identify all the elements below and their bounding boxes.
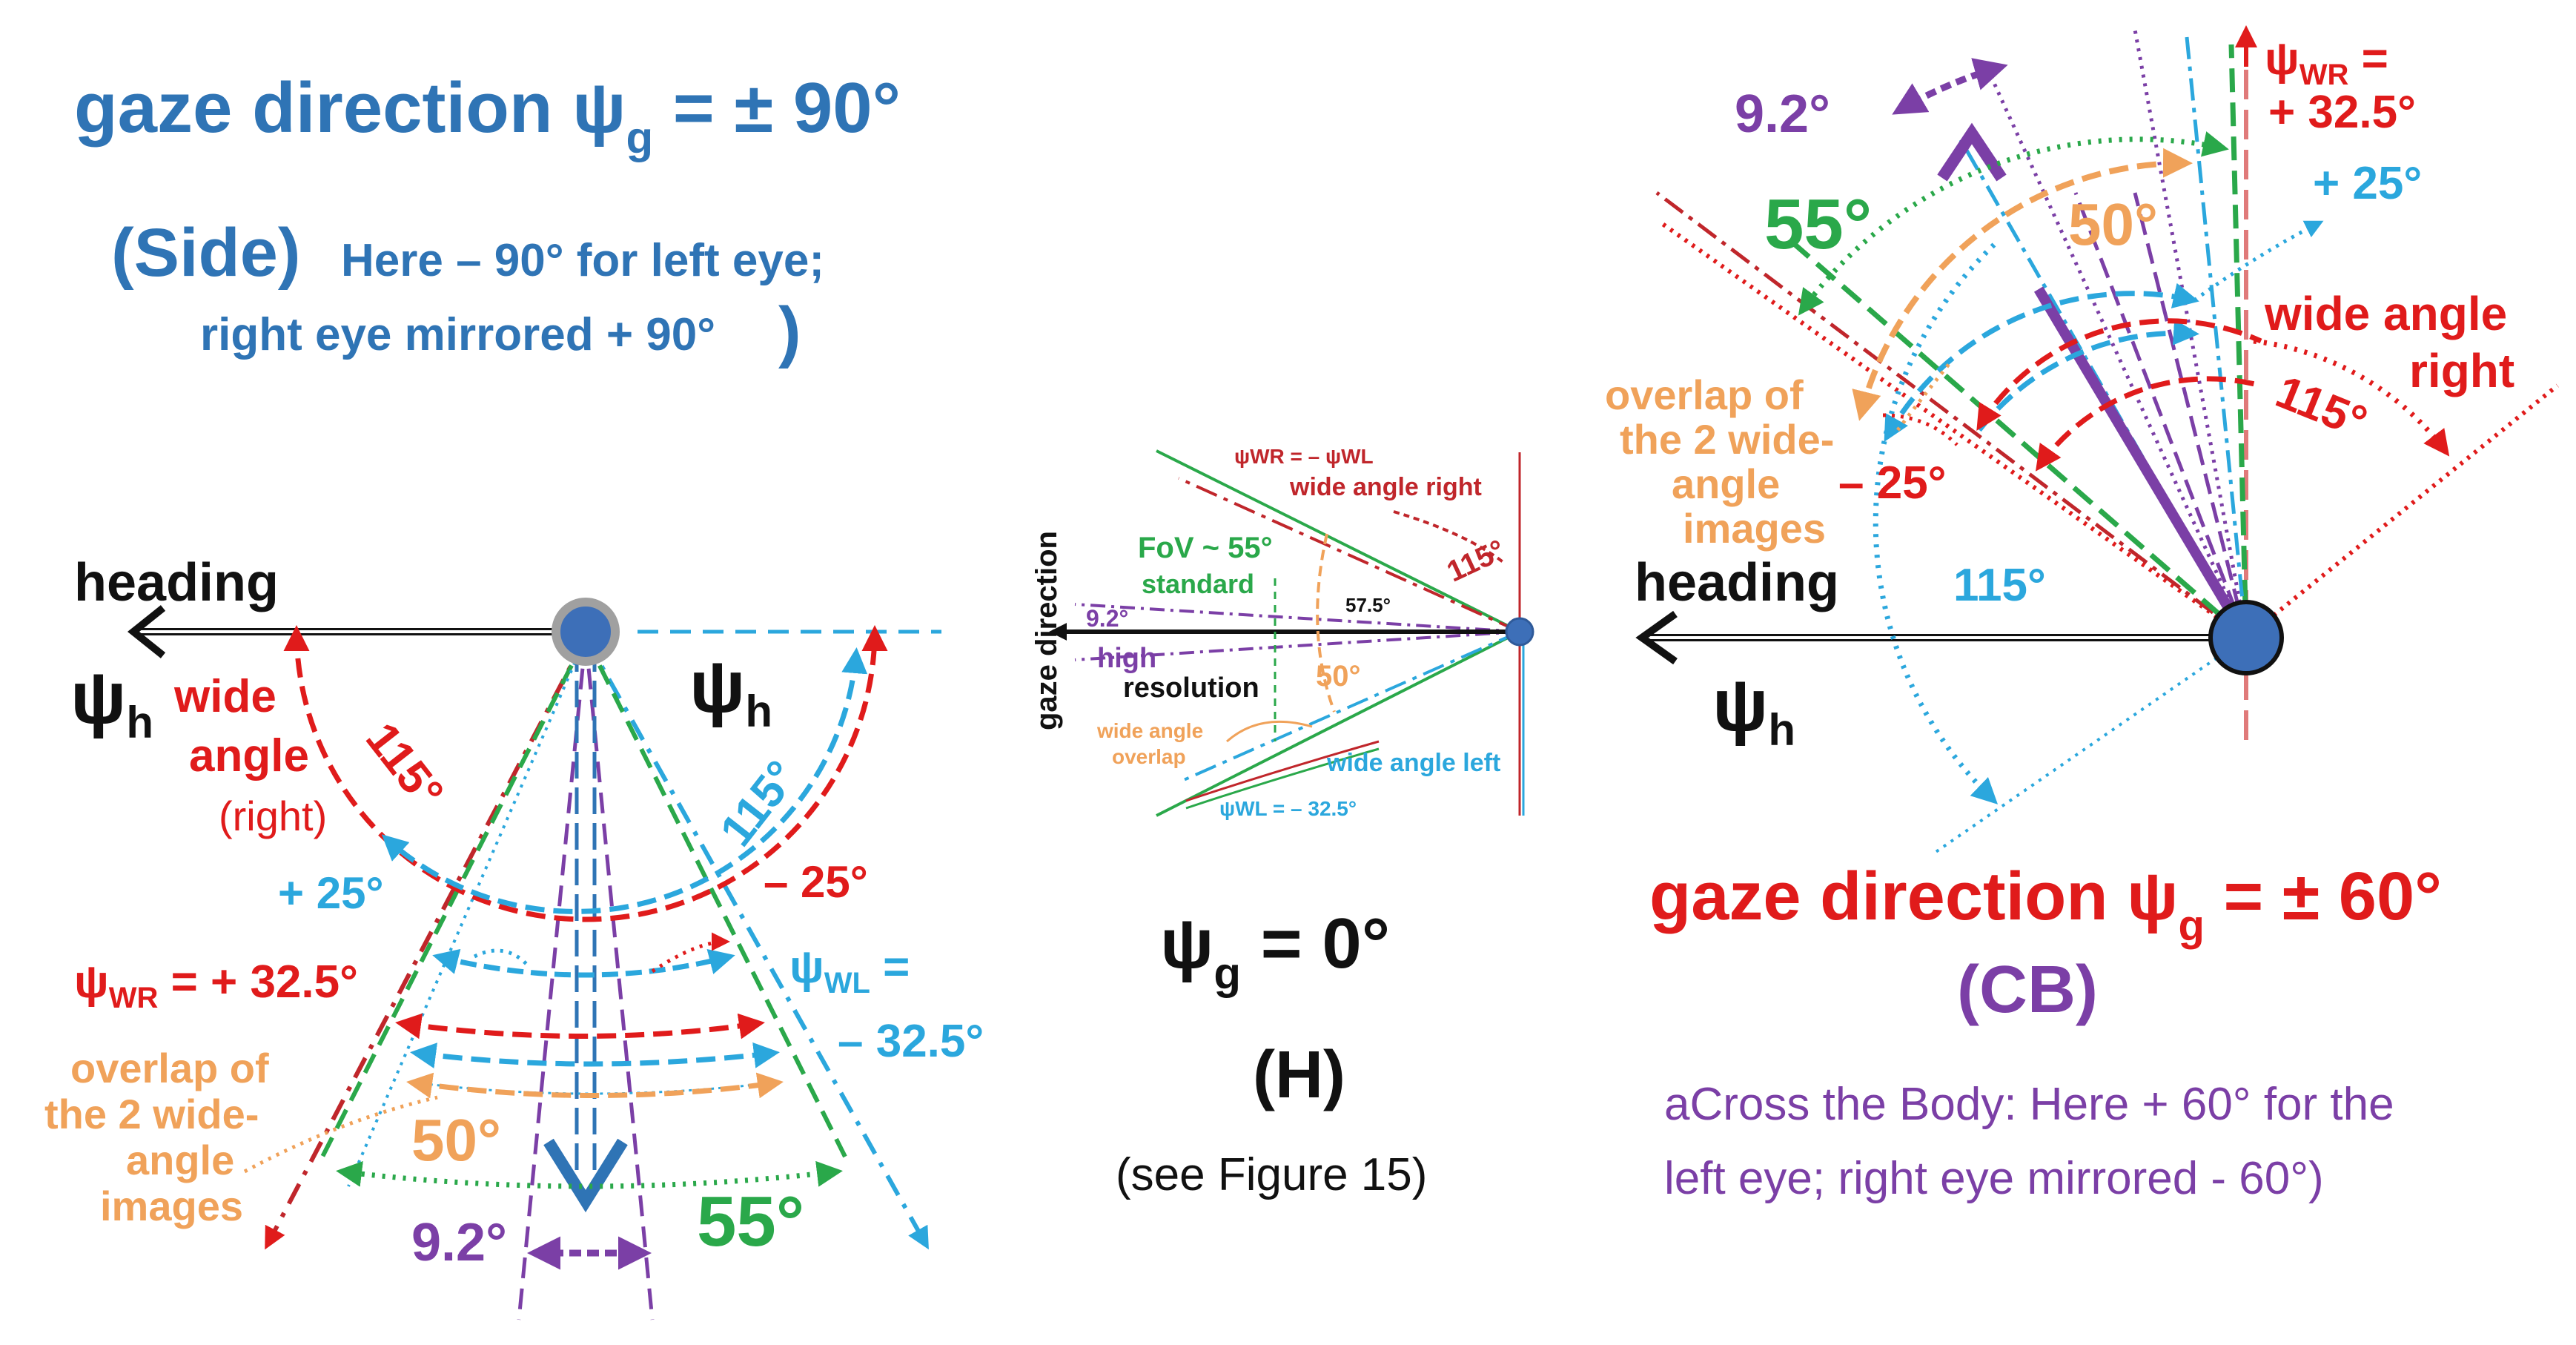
center-deg50: 50° bbox=[1316, 660, 1361, 693]
overlap-right-l4: images bbox=[1683, 505, 1826, 552]
gaze-arrow bbox=[543, 1138, 628, 1213]
heading-label-right: heading bbox=[1635, 553, 1839, 612]
cb-label: (CB) bbox=[1957, 953, 2098, 1027]
psi-g-zero: ψg = 0° bbox=[1160, 904, 1390, 998]
center-deg57-5: 57.5° bbox=[1345, 594, 1391, 616]
center-wide-angle-left: wide angle left bbox=[1326, 749, 1500, 777]
deg50-right: 50° bbox=[2068, 191, 2158, 257]
deg115-red-right: 115° bbox=[2269, 366, 2374, 449]
center-deg9-2: 9.2° bbox=[1086, 605, 1128, 632]
hi-res-ray-right bbox=[583, 637, 655, 1321]
center-red-ray bbox=[1178, 477, 1520, 633]
arc-9-2-right bbox=[1892, 58, 2008, 115]
psi-wl-value: – 32.5° bbox=[838, 1016, 984, 1067]
right-panel: 9.2° ψWR = + 32.5° + 25° 55° 50° wide an… bbox=[1605, 25, 2559, 1204]
deg50-left: 50° bbox=[411, 1107, 501, 1173]
center-deg115: 115° bbox=[1442, 534, 1510, 589]
arc-115-cyan bbox=[381, 647, 868, 914]
eye-right-panel bbox=[2208, 600, 2284, 675]
heading-label: heading bbox=[74, 553, 279, 612]
wide-angle-label-l1: wide bbox=[173, 671, 277, 722]
arc-wide-right bbox=[1976, 318, 2262, 431]
deg115-red: 115° bbox=[356, 713, 453, 818]
center-high: high bbox=[1097, 643, 1156, 674]
heading-arrowhead bbox=[127, 605, 166, 658]
arc-plus25 bbox=[432, 948, 735, 978]
psi-wl-label: ψWL = bbox=[789, 942, 910, 999]
cyan-dotted-ray bbox=[347, 637, 587, 1187]
wide-angle-label-l3: (right) bbox=[219, 793, 327, 839]
minus25: – 25° bbox=[764, 857, 868, 907]
side-desc-line2: right eye mirrored + 90° bbox=[200, 309, 715, 360]
right-title: gaze direction ψg = ± 60° bbox=[1649, 859, 2442, 950]
red-dotted-ray bbox=[1659, 220, 2248, 640]
overlap-l4: images bbox=[100, 1183, 243, 1229]
deg55-left: 55° bbox=[697, 1182, 804, 1261]
arc-55 bbox=[336, 1160, 843, 1189]
hi-res-ray-left bbox=[517, 637, 588, 1321]
arc-115-cyan-right bbox=[1873, 242, 1999, 804]
center-fov-l1: FoV ~ 55° bbox=[1138, 532, 1273, 564]
arc-50-right bbox=[1852, 148, 2193, 421]
deg9-2-right: 9.2° bbox=[1735, 85, 1830, 144]
eye-center-panel bbox=[1505, 617, 1534, 647]
overlap-right-l2: the 2 wide- bbox=[1620, 416, 1834, 463]
psi-wr-value-right: + 32.5° bbox=[2268, 87, 2416, 138]
center-fov-l2: standard bbox=[1142, 569, 1254, 599]
psi-h-right: ψh bbox=[689, 645, 772, 736]
center-gaze-direction: gaze direction bbox=[1030, 531, 1063, 730]
center-psi-wl: ψWL = – 32.5° bbox=[1219, 797, 1357, 820]
overlap-l2: the 2 wide- bbox=[44, 1091, 259, 1137]
left-title: gaze direction ψg = ± 90° bbox=[74, 68, 901, 162]
overlap-right-l1: overlap of bbox=[1605, 371, 1804, 418]
deg9-2-left: 9.2° bbox=[411, 1213, 507, 1272]
arc-115-red-right bbox=[2253, 338, 2450, 457]
psi-h-right-panel: ψh bbox=[1712, 664, 1795, 755]
arc-psi-wr bbox=[395, 1013, 765, 1040]
center-overlap-l1: wide angle bbox=[1096, 719, 1203, 742]
see-figure: (see Figure 15) bbox=[1116, 1149, 1427, 1200]
side-desc-line1: Here – 90° for left eye; bbox=[341, 235, 824, 286]
center-green-ray-bottom bbox=[1156, 630, 1520, 817]
deg115-cyan: 115° bbox=[711, 751, 808, 856]
side-label: (Side) bbox=[111, 215, 301, 291]
arc-psi-wl bbox=[410, 1042, 780, 1068]
arc-plus25-right bbox=[1884, 282, 2199, 443]
deg115-cyan-right: 115° bbox=[1953, 560, 2046, 611]
heading-arrowhead-right bbox=[1635, 610, 1678, 665]
center-wide-angle-right: wide angle right bbox=[1289, 473, 1482, 501]
eye-left-panel bbox=[552, 598, 620, 666]
cb-desc-line2: left eye; right eye mirrored - 60°) bbox=[1664, 1153, 2324, 1204]
wide-angle-label-l2: angle bbox=[189, 730, 309, 781]
psi-h-left: ψh bbox=[70, 656, 153, 747]
plus25: + 25° bbox=[278, 868, 383, 918]
arc-overlap-50 bbox=[406, 1072, 784, 1099]
cb-desc-line1: aCross the Body: Here + 60° for the bbox=[1664, 1079, 2394, 1130]
center-green-ray-top bbox=[1156, 449, 1520, 633]
overlap-l3: angle bbox=[126, 1137, 234, 1183]
minus25-right: – 25° bbox=[1838, 457, 1946, 509]
green-ray-right bbox=[2228, 44, 2249, 638]
left-panel: gaze direction ψg = ± 90° (Side) Here – … bbox=[44, 68, 984, 1321]
center-panel: gaze direction ψWR = – ψWL wide angle ri… bbox=[1030, 445, 1534, 1200]
side-close: ) bbox=[778, 294, 801, 369]
overlap-l1: overlap of bbox=[70, 1045, 269, 1091]
wide-angle-right-l2: right bbox=[2409, 344, 2514, 397]
overlap-right-l3: angle bbox=[1672, 460, 1780, 507]
center-overlap-l2: overlap bbox=[1112, 745, 1186, 768]
center-resolution: resolution bbox=[1123, 672, 1259, 704]
psi-wr-label-right: ψWR = bbox=[2265, 33, 2388, 91]
h-label: (H) bbox=[1253, 1038, 1345, 1112]
deg55-right: 55° bbox=[1764, 185, 1872, 264]
center-cyan-ray bbox=[1178, 630, 1520, 784]
plus25-right: + 25° bbox=[2313, 158, 2422, 209]
center-psi-wr: ψWR = – ψWL bbox=[1234, 445, 1374, 468]
wide-angle-right-l1: wide angle bbox=[2264, 287, 2507, 340]
psi-wr-label: ψWR = + 32.5° bbox=[74, 956, 358, 1014]
